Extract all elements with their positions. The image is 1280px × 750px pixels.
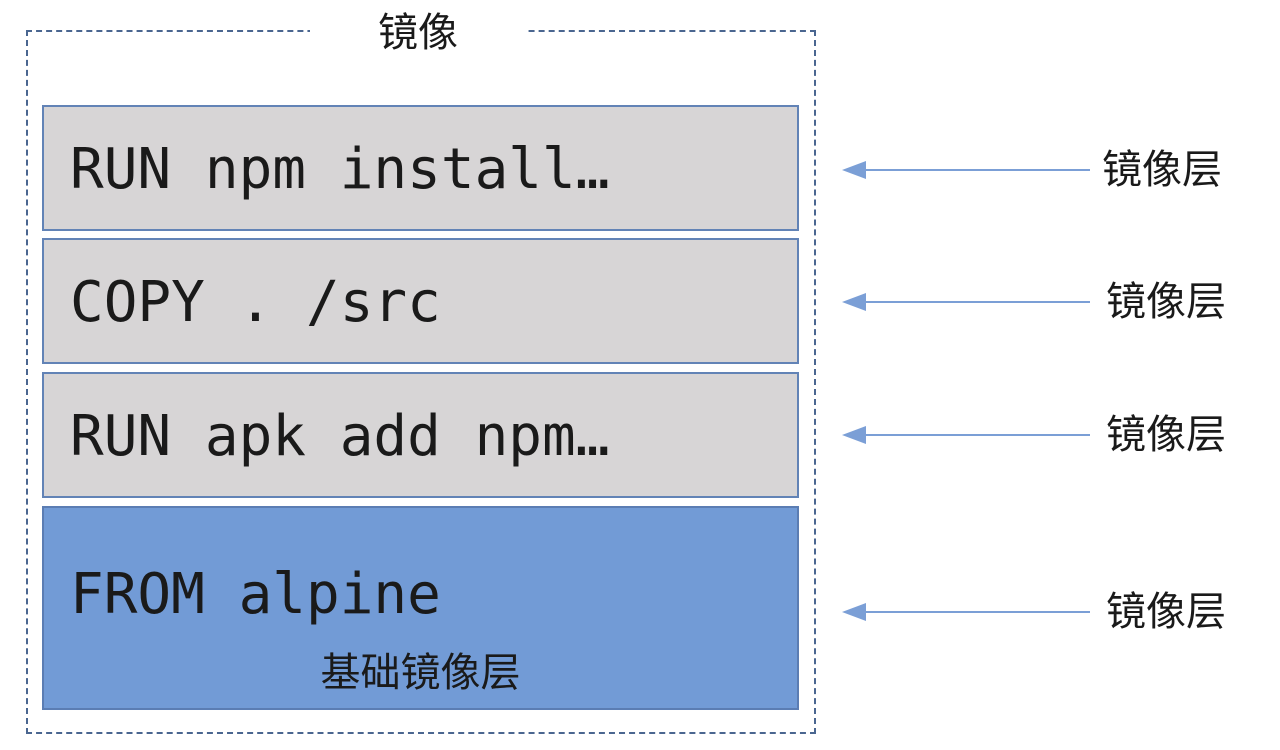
image-title: 镜像	[310, 8, 526, 58]
arrow-label: 镜像层	[1106, 279, 1226, 325]
left-arrow-icon	[842, 293, 1090, 311]
image-layer-run-apk-add: RUN apk add npm…	[42, 372, 799, 498]
image-layer-run-npm-install: RUN npm install…	[42, 105, 799, 231]
layer-pointer: 镜像层	[840, 582, 1260, 642]
left-arrow-icon	[842, 426, 1090, 444]
base-layer-label: 基础镜像层	[320, 650, 521, 696]
left-arrow-icon	[842, 161, 1090, 179]
arrow-label: 镜像层	[1102, 147, 1222, 193]
arrow-label: 镜像层	[1106, 412, 1226, 458]
layer-command: COPY . /src	[70, 270, 441, 335]
layer-pointer: 镜像层	[840, 405, 1260, 465]
image-layer-copy-src: COPY . /src	[42, 238, 799, 364]
layer-command: RUN apk add npm…	[70, 404, 610, 469]
base-image-layer: FROM alpine 基础镜像层	[42, 506, 799, 710]
arrow-label: 镜像层	[1106, 589, 1226, 635]
layer-command: FROM alpine	[70, 562, 441, 627]
layer-pointer: 镜像层	[840, 140, 1260, 200]
layer-command: RUN npm install…	[70, 137, 610, 202]
layer-pointer: 镜像层	[840, 272, 1260, 332]
left-arrow-icon	[842, 603, 1090, 621]
